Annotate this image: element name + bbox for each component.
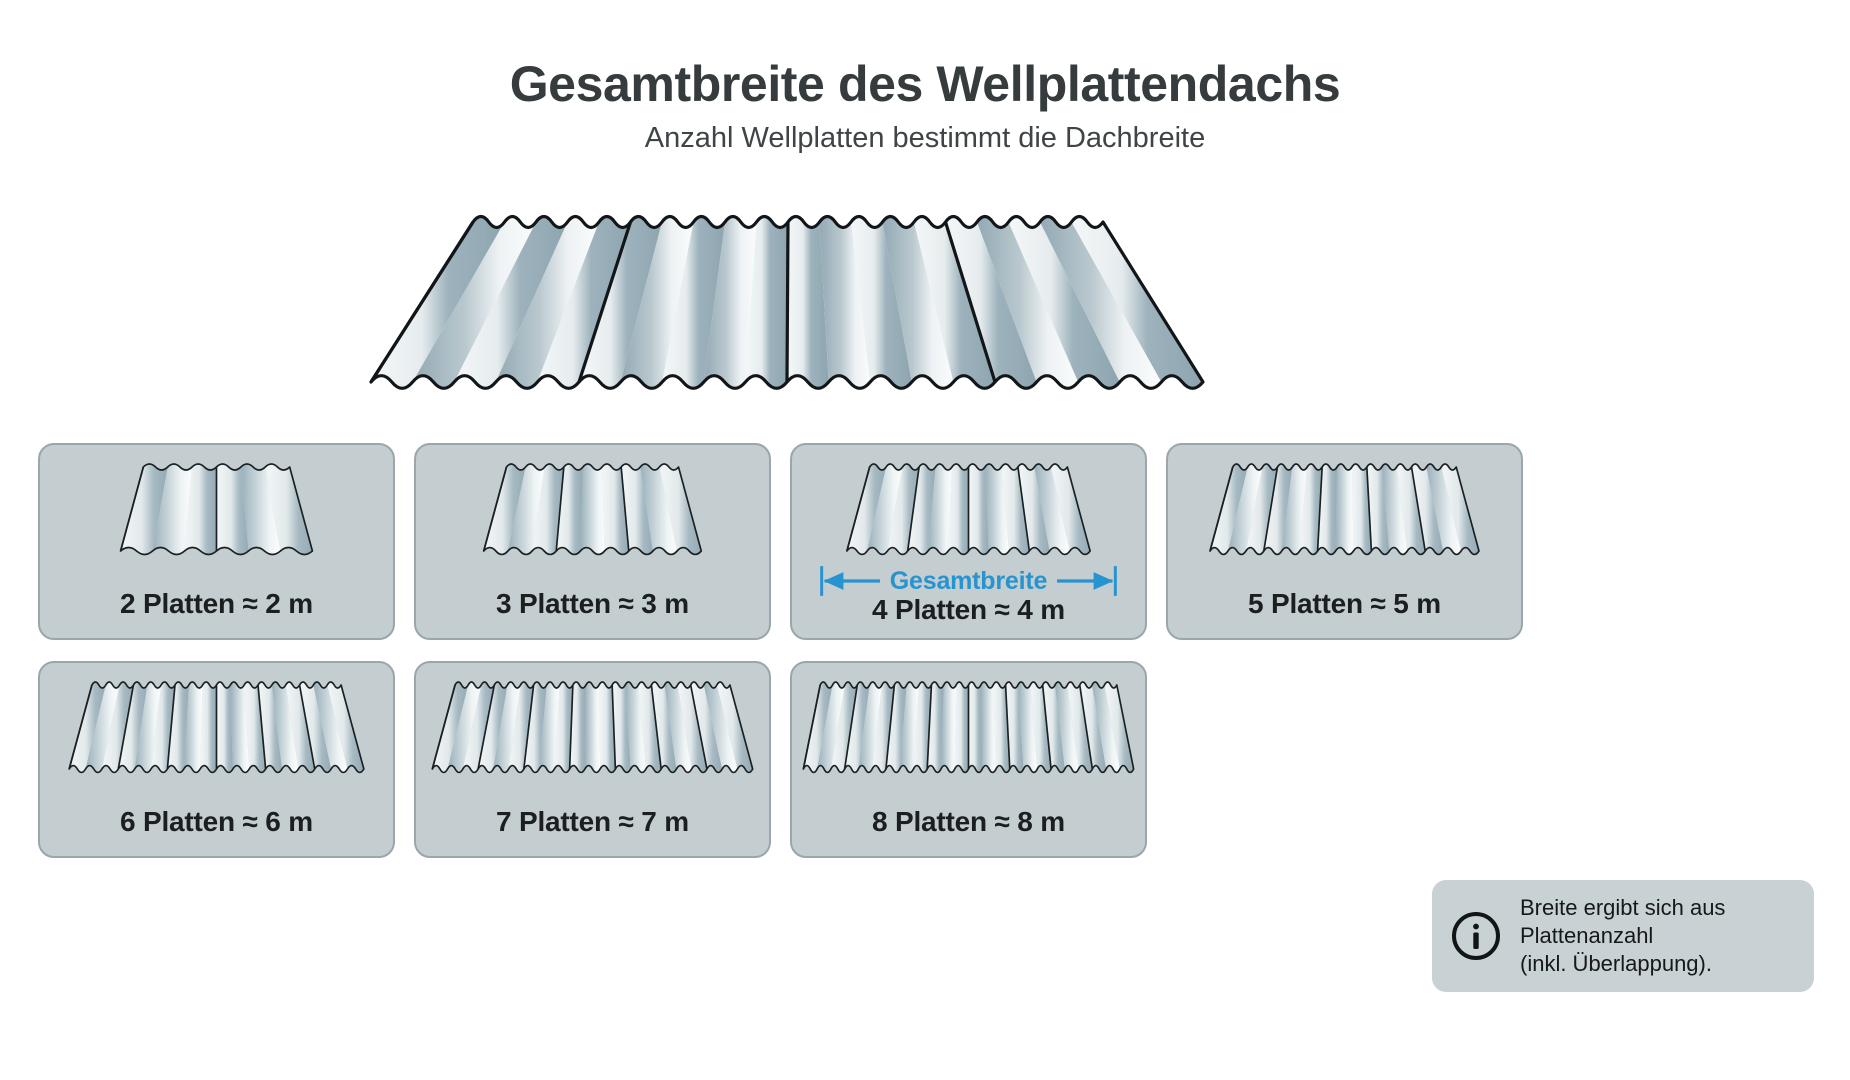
- card-roof-illustration: [431, 681, 754, 774]
- info-line-2: Plattenanzahl: [1520, 923, 1654, 949]
- card-label: 8 Platten ≈ 8 m: [872, 806, 1065, 837]
- gesamtbreite-dimension: Gesamtbreite: [792, 563, 1145, 599]
- card-roof-illustration: [1209, 463, 1480, 556]
- page-subtitle: Anzahl Wellplatten bestimmt die Dachbrei…: [644, 122, 1206, 154]
- header: Gesamtbreite des Wellplattendachs Anzahl…: [0, 58, 1850, 155]
- corrugated-roof-hero: [355, 196, 1215, 406]
- plate-count-card[interactable]: 5 Platten ≈ 5 m: [1166, 443, 1523, 640]
- card-label: 7 Platten ≈ 7 m: [496, 806, 689, 837]
- info-box-text: Breite ergibt sich aus Plattenanzahl (in…: [1520, 894, 1725, 978]
- info-circle-icon: [1450, 910, 1502, 962]
- card-label: 2 Platten ≈ 2 m: [120, 588, 313, 619]
- info-line-3: (inkl. Überlappung).: [1520, 950, 1712, 976]
- plate-count-card[interactable]: 7 Platten ≈ 7 m: [414, 661, 771, 858]
- page-title: Gesamtbreite des Wellplattendachs: [509, 56, 1341, 112]
- card-art: [1168, 451, 1521, 569]
- card-art: [792, 451, 1145, 569]
- card-art: [792, 669, 1145, 787]
- info-box: Breite ergibt sich aus Plattenanzahl (in…: [1432, 880, 1814, 992]
- card-label: 5 Platten ≈ 5 m: [1248, 588, 1441, 619]
- card-roof-illustration: [119, 463, 314, 556]
- card-label: 6 Platten ≈ 6 m: [120, 806, 313, 837]
- card-label: 3 Platten ≈ 3 m: [496, 588, 689, 619]
- plate-count-card[interactable]: 3 Platten ≈ 3 m: [414, 443, 771, 640]
- info-line-1: Breite ergibt sich aus: [1520, 895, 1726, 921]
- card-art: [416, 669, 769, 787]
- card-art: [40, 451, 393, 569]
- card-roof-illustration: [68, 681, 365, 774]
- dimension-arrow-svg: [820, 566, 1117, 596]
- hero-roof-svg: [369, 214, 1205, 390]
- plate-count-card[interactable]: 2 Platten ≈ 2 m: [38, 443, 395, 640]
- card-roof-illustration: [482, 463, 703, 556]
- plate-count-card[interactable]: 6 Platten ≈ 6 m: [38, 661, 395, 858]
- card-roof-illustration: [802, 681, 1135, 774]
- card-row-2: 6 Platten ≈ 6 m 7 Platten ≈ 7 m 8 Platten …: [38, 661, 1814, 858]
- card-art: [416, 451, 769, 569]
- card-art: [40, 669, 393, 787]
- card-row-1: 2 Platten ≈ 2 m 3 Platten ≈ 3 m Gesamtbrei…: [38, 443, 1814, 640]
- card-label: 4 Platten ≈ 4 m: [872, 594, 1065, 625]
- plate-count-card[interactable]: 8 Platten ≈ 8 m: [790, 661, 1147, 858]
- card-roof-illustration: [846, 463, 1091, 556]
